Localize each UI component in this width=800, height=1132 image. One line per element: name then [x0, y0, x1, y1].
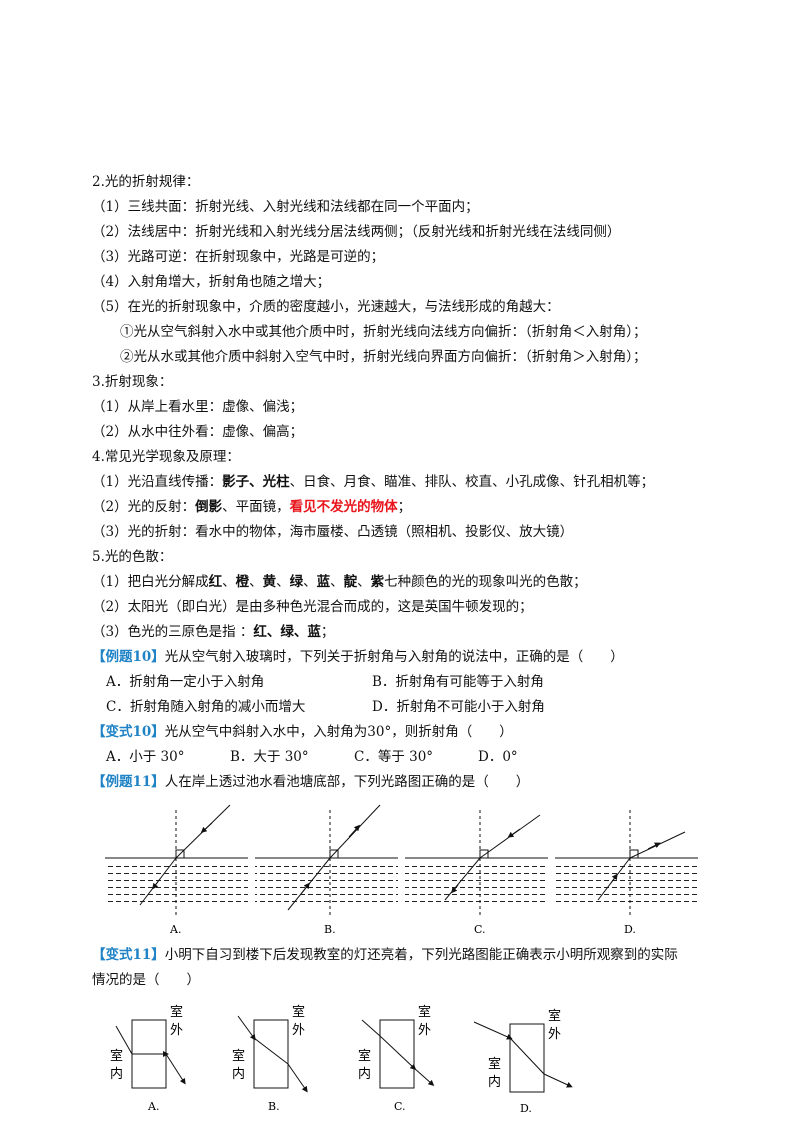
rule-3: （3）光路可逆：在折射现象中，光路是可逆的；: [92, 249, 385, 265]
dispersion-line-1: （1）把白光分解成红、橙、黄、绿、蓝、靛、紫七种颜色的光的现象叫光的色散；: [92, 574, 587, 590]
phenomenon-1: （1）从岸上看水里：虚像、偏浅；: [92, 399, 304, 415]
window-diagram-a-label: A.: [147, 1100, 159, 1113]
optics-line-2: （2）光的反射：倒影、平面镜，看见不发光的物体；: [92, 499, 412, 515]
svg-text:内: 内: [232, 1066, 245, 1082]
dispersion-line-3: （3）色光的三原色是指 ：红、绿、蓝；: [92, 624, 335, 640]
rule-5-sub-1: ①光从空气斜射入水中或其他介质中时，折射光线向法线方向偏折：（折射角＜入射角）；: [120, 324, 647, 340]
svg-text:外: 外: [292, 1023, 305, 1038]
refraction-diagrams: A. B. C. D.: [105, 804, 698, 936]
diagram-a[interactable]: A.: [105, 804, 248, 936]
rule-1: （1）三线共面：折射光线、入射光线和法线都在同一个平面内；: [92, 199, 479, 215]
window-diagram-b-label: B.: [268, 1100, 280, 1113]
diagram-c-label: C.: [474, 923, 486, 936]
window-diagram-d[interactable]: 室 外 室 内 D.: [473, 1008, 573, 1115]
svg-text:室: 室: [110, 1048, 123, 1064]
svg-text:室: 室: [232, 1048, 245, 1064]
example-11-tag: 【例题11】: [92, 774, 165, 790]
svg-text:室: 室: [170, 1004, 183, 1020]
section-5-title: 5.光的色散：: [92, 549, 173, 565]
variant-10-option-d[interactable]: D．0°: [478, 749, 518, 765]
example-10: 【例题10】光从空气射入玻璃时，下列关于折射角与入射角的说法中，正确的是（ ）: [92, 649, 624, 665]
variant-10-option-a[interactable]: A．小于 30°: [106, 749, 185, 765]
variant-10-option-b[interactable]: B．大于 30°: [230, 749, 309, 765]
variant-10-option-c[interactable]: C．等于 30°: [354, 749, 434, 765]
phenomenon-2: （2）从水中往外看：虚像、偏高；: [92, 424, 304, 440]
window-diagram-b[interactable]: 室 外 室 内 B.: [232, 1004, 308, 1113]
window-diagrams: 室 外 室 内 A. 室 外 室 内 B. 室 外 室 内 C. 室 外 室 内: [110, 1004, 573, 1115]
rule-5-sub-2: ②光从水或其他介质中斜射入空气中时，折射光线向界面方向偏折：（折射角＞入射角）；: [120, 349, 647, 365]
example-10-option-b[interactable]: B．折射角有可能等于入射角: [372, 674, 544, 690]
rule-5: （5）在光的折射现象中，介质的密度越小，光速越大，与法线形成的角越大：: [92, 299, 560, 315]
example-10-option-d[interactable]: D．折射角不可能小于入射角: [372, 699, 545, 715]
diagram-b-label: B.: [324, 923, 336, 936]
svg-text:外: 外: [170, 1023, 183, 1038]
svg-text:内: 内: [358, 1066, 371, 1082]
optics-line-3: （3）光的折射：看水中的物体，海市蜃楼、凸透镜（照相机、投影仪、放大镜）: [92, 524, 574, 540]
diagram-d-label: D.: [624, 923, 636, 936]
svg-text:外: 外: [548, 1027, 561, 1042]
variant-10-tag: 【变式10】: [92, 724, 165, 740]
diagram-d[interactable]: D.: [555, 810, 698, 936]
svg-text:室: 室: [358, 1048, 371, 1064]
rule-4: （4）入射角增大，折射角也随之增大；: [92, 274, 331, 290]
example-11: 【例题11】人在岸上透过池水看池塘底部，下列光路图正确的是（ ）: [92, 774, 530, 790]
variant-10: 【变式10】光从空气中斜射入水中，入射角为30°，则折射角（ ）: [92, 724, 513, 740]
diagram-c[interactable]: C.: [405, 810, 548, 936]
section-4-title: 4.常见光学现象及原理：: [92, 449, 240, 465]
example-10-tag: 【例题10】: [92, 649, 165, 665]
rule-2: （2）法线居中：折射光线和入射光线分居法线两侧；（反射光线和折射光线在法线同侧）: [92, 224, 621, 240]
window-diagram-c-label: C.: [394, 1100, 406, 1113]
svg-text:内: 内: [488, 1074, 501, 1090]
example-10-option-c[interactable]: C．折射角随入射角的减小而增大: [106, 699, 306, 715]
section-2-title: 2.光的折射规律：: [92, 174, 200, 190]
diagram-a-label: A.: [169, 923, 181, 936]
svg-text:室: 室: [488, 1056, 501, 1072]
diagram-b[interactable]: B.: [255, 804, 398, 936]
window-diagram-c[interactable]: 室 外 室 内 C.: [358, 1004, 435, 1113]
variant-11: 【变式11】小明下自习到楼下后发现教室的灯还亮着，下列光路图能正确表示小明所观察…: [92, 947, 678, 963]
section-3-title: 3.折射现象：: [92, 374, 173, 390]
svg-text:内: 内: [110, 1066, 123, 1082]
highlight-red: 看见不发光的物体: [289, 499, 398, 515]
svg-text:室: 室: [292, 1004, 305, 1020]
example-10-option-a[interactable]: A．折射角一定小于入射角: [106, 674, 265, 690]
window-diagram-a[interactable]: 室 外 室 内 A.: [110, 1004, 186, 1113]
dispersion-line-2: （2）太阳光（即白光）是由多种色光混合而成的，这是英国牛顿发现的；: [92, 599, 533, 615]
svg-text:室: 室: [548, 1008, 561, 1024]
svg-text:外: 外: [418, 1023, 431, 1038]
optics-line-1: （1）光沿直线传播：影子、光柱、日食、月食、瞄准、排队、校直、小孔成像、针孔相机…: [92, 474, 655, 490]
window-diagram-d-label: D.: [520, 1102, 532, 1115]
variant-11-tag: 【变式11】: [92, 947, 165, 963]
svg-text:室: 室: [418, 1004, 431, 1020]
variant-11-line-2: 情况的是（ ）: [92, 972, 200, 988]
